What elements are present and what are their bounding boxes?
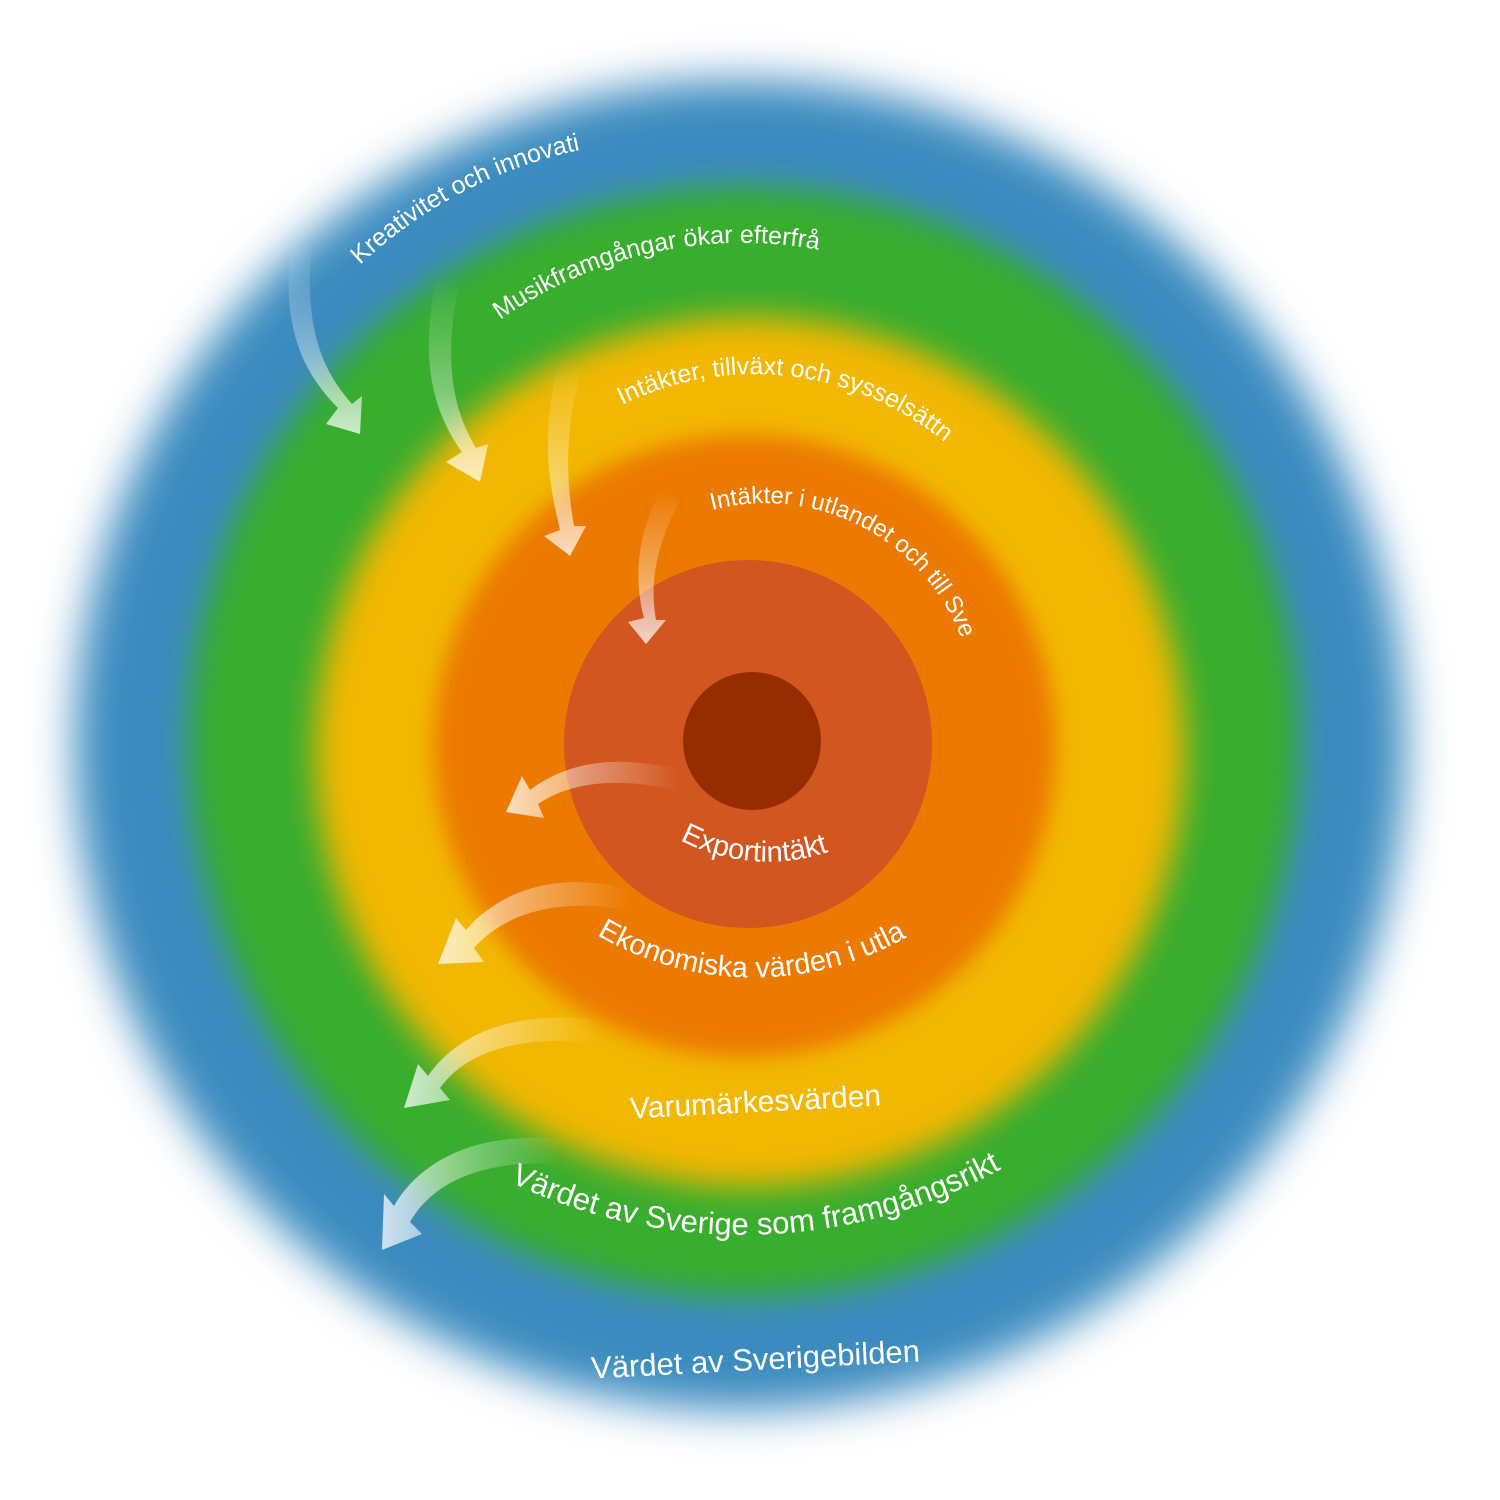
outward-arrows [382, 761, 680, 1250]
arrow-in-icon-2 [428, 280, 488, 482]
arrow-in-icon-4 [628, 490, 680, 644]
arrow-out-icon-4 [382, 1138, 560, 1250]
inward-arrows [288, 240, 680, 644]
arrow-out-icon-1 [506, 761, 680, 818]
arrow-in-icon-1 [288, 240, 362, 434]
arrow-out-icon-2 [438, 882, 630, 964]
arrow-in-icon-3 [544, 360, 586, 556]
arrow-out-icon-3 [404, 1017, 600, 1108]
core-circle [683, 672, 821, 810]
